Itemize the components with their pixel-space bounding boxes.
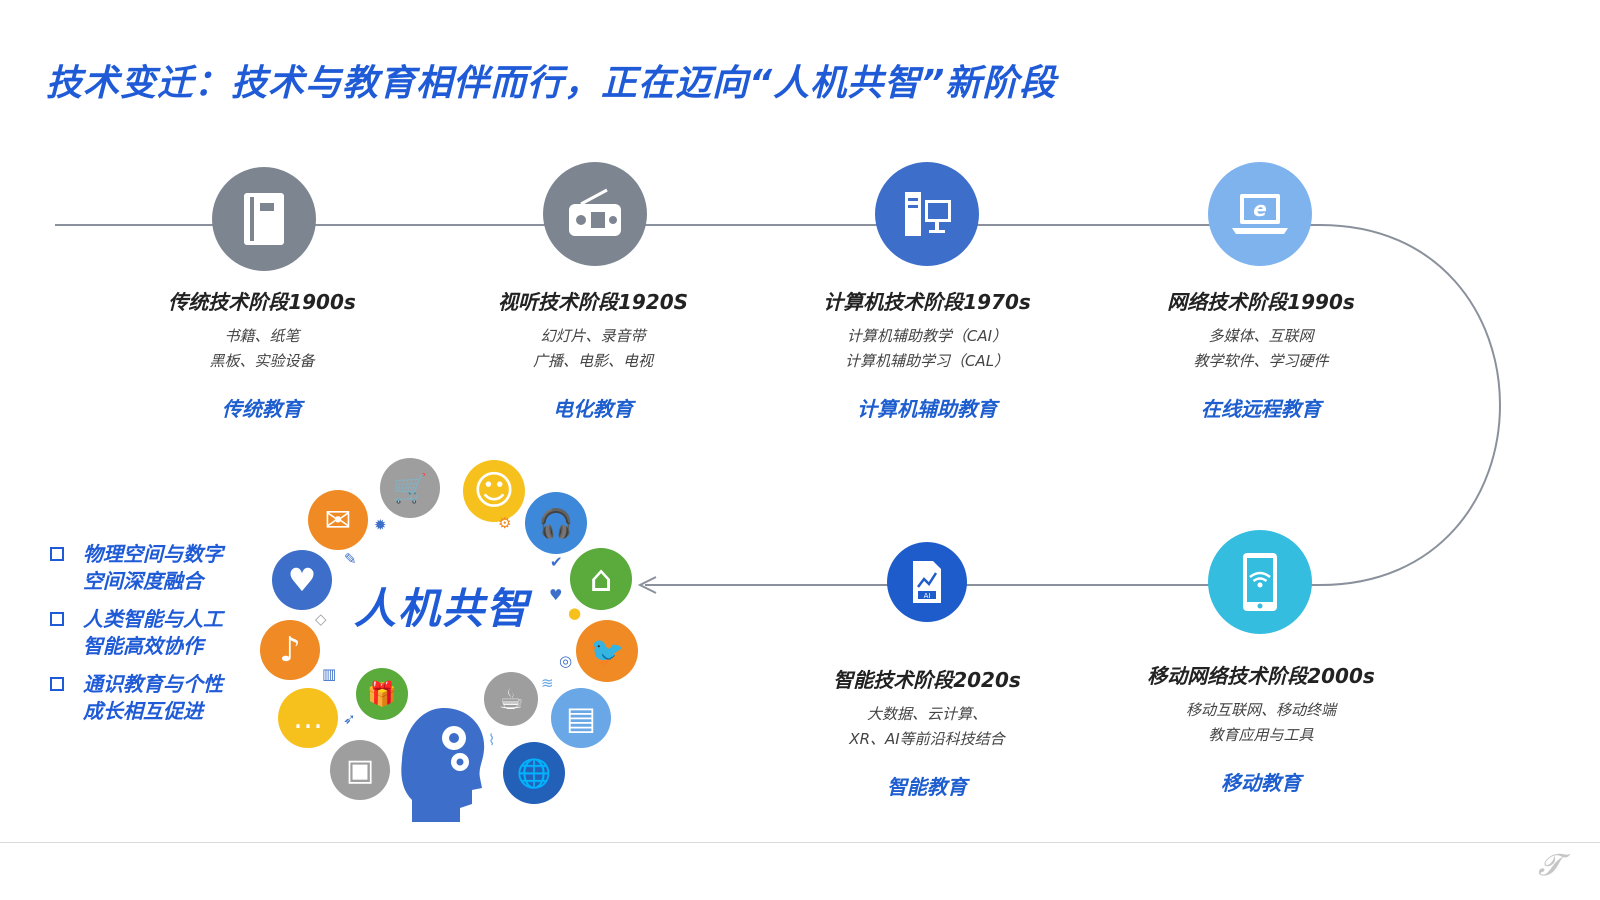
stage-desc-line1: 移动互联网、移动终端	[1185, 701, 1336, 719]
computer-icon	[905, 192, 951, 236]
stage-name: 传统技术阶段1900s	[168, 290, 356, 314]
apple-icon: ●	[568, 604, 582, 622]
hub-label: 人机共智	[348, 538, 536, 672]
stage-mobile: 移动网络技术阶段2000s 移动互联网、移动终端 教育应用与工具 移动教育	[1096, 660, 1426, 796]
stage-name: 视听技术阶段1920S	[497, 290, 689, 314]
laptop-internet-icon: e	[1232, 194, 1288, 234]
stage-education: 计算机辅助教育	[857, 397, 997, 421]
stage-desc-line2: 黑板、实验设备	[209, 352, 315, 370]
stage-desc-line2: 计算机辅助学习（CAL）	[844, 352, 1010, 370]
bullet-line1: 物理空间与数字	[83, 542, 223, 566]
hub-text: 人机共智	[353, 583, 530, 633]
square-bullet-icon	[50, 612, 64, 626]
headphones-icon: 🎧	[525, 492, 587, 554]
bullet-line1: 通识教育与个性	[83, 672, 223, 696]
stage-name: 智能技术阶段2020s	[833, 668, 1021, 692]
check-icon: ✔	[550, 553, 563, 571]
stage-node-traditional	[212, 167, 316, 271]
stage-node-audiovisual	[543, 162, 647, 266]
stage-desc-line1: 多媒体、互联网	[1208, 327, 1314, 345]
cart-icon: 🛒	[380, 458, 440, 518]
coffee-icon: ☕	[484, 672, 538, 726]
stage-intelligent: 智能技术阶段2020s 大数据、云计算、 XR、AI等前沿科技结合 智能教育	[762, 664, 1092, 800]
svg-text:e: e	[1253, 197, 1267, 221]
gear-icon: ⚙	[498, 514, 512, 532]
smiley-icon: ☺	[463, 460, 525, 522]
stage-education: 在线远程教育	[1201, 397, 1321, 421]
music-icon: ♪	[260, 620, 320, 680]
stage-desc-line2: 教育应用与工具	[1208, 726, 1314, 744]
stage-node-computer	[875, 162, 979, 266]
mobile-wifi-icon	[1243, 553, 1277, 611]
home-icon: ⌂	[570, 548, 632, 610]
wifi-small-icon: ≋	[541, 674, 554, 692]
stage-desc-line1: 幻灯片、录音带	[540, 327, 646, 345]
ring-icon: ◎	[559, 652, 573, 670]
square-bullet-icon	[50, 547, 64, 561]
stage-desc-line1: 计算机辅助教学（CAI）	[846, 327, 1008, 345]
stage-name: 网络技术阶段1990s	[1167, 290, 1355, 314]
chat-icon: …	[278, 688, 338, 748]
stage-node-network: e	[1208, 162, 1312, 266]
bullet-line2: 成长相互促进	[83, 699, 203, 723]
stage-desc-line1: 书籍、纸笔	[224, 327, 300, 345]
stage-node-mobile	[1208, 530, 1312, 634]
stage-desc-line2: XR、AI等前沿科技结合	[849, 730, 1005, 748]
book-small-icon: ▥	[322, 665, 337, 683]
bullet-line1: 人类智能与人工	[83, 607, 223, 631]
sun-icon: ✹	[374, 516, 387, 534]
page-title: 技术变迁：技术与教育相伴而行，正在迈向“人机共智”新阶段	[46, 63, 1057, 104]
gift-icon: 🎁	[356, 668, 408, 720]
stage-traditional: 传统技术阶段1900s 书籍、纸笔 黑板、实验设备 传统教育	[97, 286, 427, 422]
clip-icon: ⌇	[488, 731, 496, 749]
bird-icon: 🐦	[576, 620, 638, 682]
footer-divider	[0, 842, 1600, 843]
stage-desc-line1: 大数据、云计算、	[866, 705, 987, 723]
stage-network: 网络技术阶段1990s 多媒体、互联网 教学软件、学习硬件 在线远程教育	[1096, 286, 1426, 422]
svg-text:AI: AI	[924, 592, 931, 600]
toolbox-icon: ▣	[330, 740, 390, 800]
brand-logo-icon: 𝓣	[1538, 848, 1561, 883]
stage-education: 电化教育	[553, 397, 633, 421]
stage-audiovisual: 视听技术阶段1920S 幻灯片、录音带 广播、电影、电视 电化教育	[428, 286, 758, 422]
ai-document-icon: AI	[913, 561, 941, 603]
stage-education: 智能教育	[887, 775, 967, 799]
globe-icon: 🌐	[503, 742, 565, 804]
stage-name: 计算机技术阶段1970s	[823, 290, 1031, 314]
pen-icon: ✎	[344, 550, 357, 568]
mail-icon: ✉	[308, 490, 368, 550]
head-gears-icon	[401, 708, 485, 822]
box-icon: ◇	[315, 610, 327, 628]
notebook-icon: ▤	[551, 688, 611, 748]
heart-icon: ♥	[272, 550, 332, 610]
bullet-line2: 空间深度融合	[83, 569, 203, 593]
stage-education: 移动教育	[1221, 771, 1301, 795]
stage-name: 移动网络技术阶段2000s	[1147, 664, 1375, 688]
stage-education: 传统教育	[222, 397, 302, 421]
stage-computer: 计算机技术阶段1970s 计算机辅助教学（CAI） 计算机辅助学习（CAL） 计…	[762, 286, 1092, 422]
radio-icon	[569, 188, 621, 236]
bullet-line2: 智能高效协作	[83, 634, 203, 658]
stage-desc-line2: 广播、电影、电视	[532, 352, 653, 370]
heart-small-icon: ♥	[549, 586, 563, 604]
square-bullet-icon	[50, 677, 64, 691]
stage-desc-line2: 教学软件、学习硬件	[1193, 352, 1329, 370]
stage-node-intelligent: AI	[887, 542, 967, 622]
bird-small-icon: ➶	[343, 710, 356, 728]
book-icon	[244, 193, 284, 245]
